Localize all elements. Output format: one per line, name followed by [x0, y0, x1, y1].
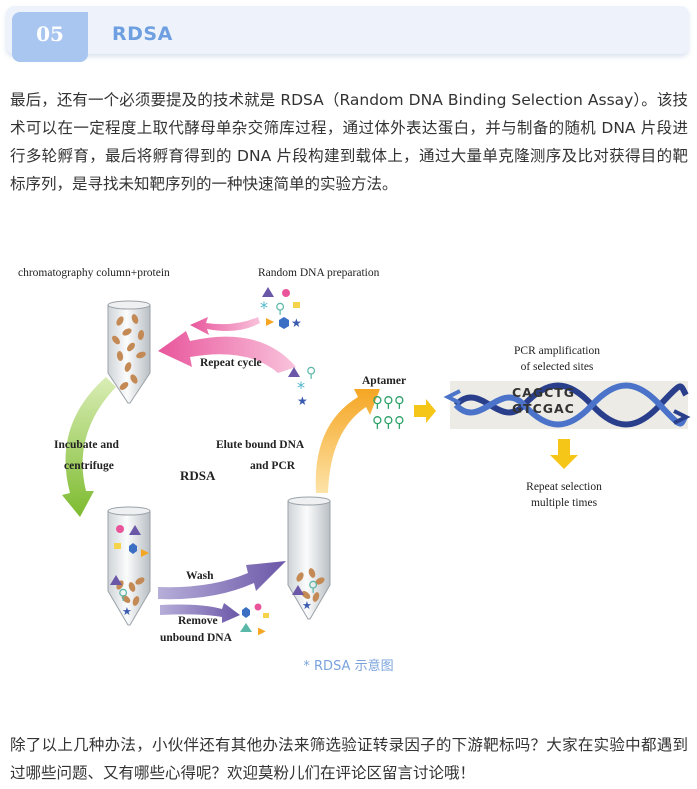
intro-paragraph: 最后，还有一个必须要提及的技术就是 RDSA（Random DNA Bindin…: [10, 91, 688, 193]
svg-text:▶: ▶: [258, 626, 266, 637]
sequence-bottom: GTCGAC: [512, 401, 575, 416]
remove-arrow: [160, 603, 240, 623]
svg-text:*: *: [260, 298, 268, 317]
rdsa-figure: * ⚲ ★ ⚲ * ★: [10, 255, 692, 655]
label-multiple-times: multiple times: [530, 497, 598, 509]
tube-column-protein: [107, 300, 151, 404]
svg-text:⚲: ⚲: [306, 365, 316, 381]
svg-text:⚲⚲⚲: ⚲⚲⚲: [372, 393, 405, 411]
to-pcr-arrow: [414, 399, 436, 423]
random-arrow: [190, 317, 260, 335]
label-pcr-amplification: PCR amplification: [514, 345, 600, 357]
aptamer-molecules: ⚲⚲⚲ ⚲⚲⚲: [372, 393, 405, 431]
svg-text:★: ★: [302, 599, 312, 612]
repeat-selection-arrow: [550, 439, 578, 469]
tube-washed: ⚲ ★: [287, 496, 331, 620]
random-dna-molecules: * ⚲ ★: [260, 287, 302, 330]
svg-text:⚲: ⚲: [118, 587, 128, 603]
section-header: 05 RDSA: [6, 6, 689, 62]
rdsa-diagram: * ⚲ ★ ⚲ * ★: [62, 287, 691, 637]
repeat-cycle-arrow: [158, 331, 296, 373]
section-header-bar: [6, 6, 689, 54]
incubate-arrow: [62, 377, 116, 517]
section-number: 05: [36, 22, 64, 46]
label-wash: Wash: [186, 570, 214, 582]
label-centrifuge: centrifuge: [64, 460, 114, 472]
selected-dna-molecules: ⚲ * ★: [288, 365, 316, 408]
svg-text:⚲⚲⚲: ⚲⚲⚲: [372, 413, 405, 431]
sequence-top: CAGCTG: [512, 385, 576, 400]
label-elute-dna: Elute bound DNA: [216, 439, 305, 451]
svg-text:★: ★: [291, 316, 302, 330]
section-title: RDSA: [112, 23, 173, 45]
svg-text:⚲: ⚲: [275, 301, 285, 317]
label-repeat-cycle: Repeat cycle: [200, 357, 262, 369]
label-chromatography-column: chromatography column+protein: [18, 267, 170, 279]
svg-text:★: ★: [297, 394, 308, 408]
section-number-badge: [12, 12, 88, 62]
label-selected-sites: of selected sites: [520, 361, 594, 373]
label-random-dna: Random DNA preparation: [258, 267, 380, 279]
figure-caption: * RDSA 示意图: [303, 659, 394, 674]
label-aptamer: Aptamer: [362, 375, 407, 387]
svg-text:⚲: ⚲: [308, 579, 318, 595]
label-incubate: Incubate and: [54, 439, 119, 451]
svg-text:★: ★: [122, 605, 132, 618]
label-remove: Remove: [178, 615, 218, 627]
tube-incubated: ⚲ ★: [107, 506, 151, 626]
label-rdsa: RDSA: [180, 468, 216, 483]
closing-paragraph: 除了以上几种办法，小伙伴还有其他办法来筛选验证转录因子的下游靶标吗？大家在实验中…: [10, 736, 688, 782]
dna-helix-image: [443, 381, 691, 429]
svg-text:*: *: [297, 378, 305, 397]
elute-arrow: [315, 389, 380, 493]
label-and-pcr: and PCR: [250, 460, 296, 472]
label-unbound-dna: unbound DNA: [160, 632, 232, 644]
label-repeat-selection: Repeat selection: [526, 481, 602, 493]
wash-arrow: [158, 561, 286, 600]
unbound-dna-molecules: ▶: [240, 603, 269, 637]
